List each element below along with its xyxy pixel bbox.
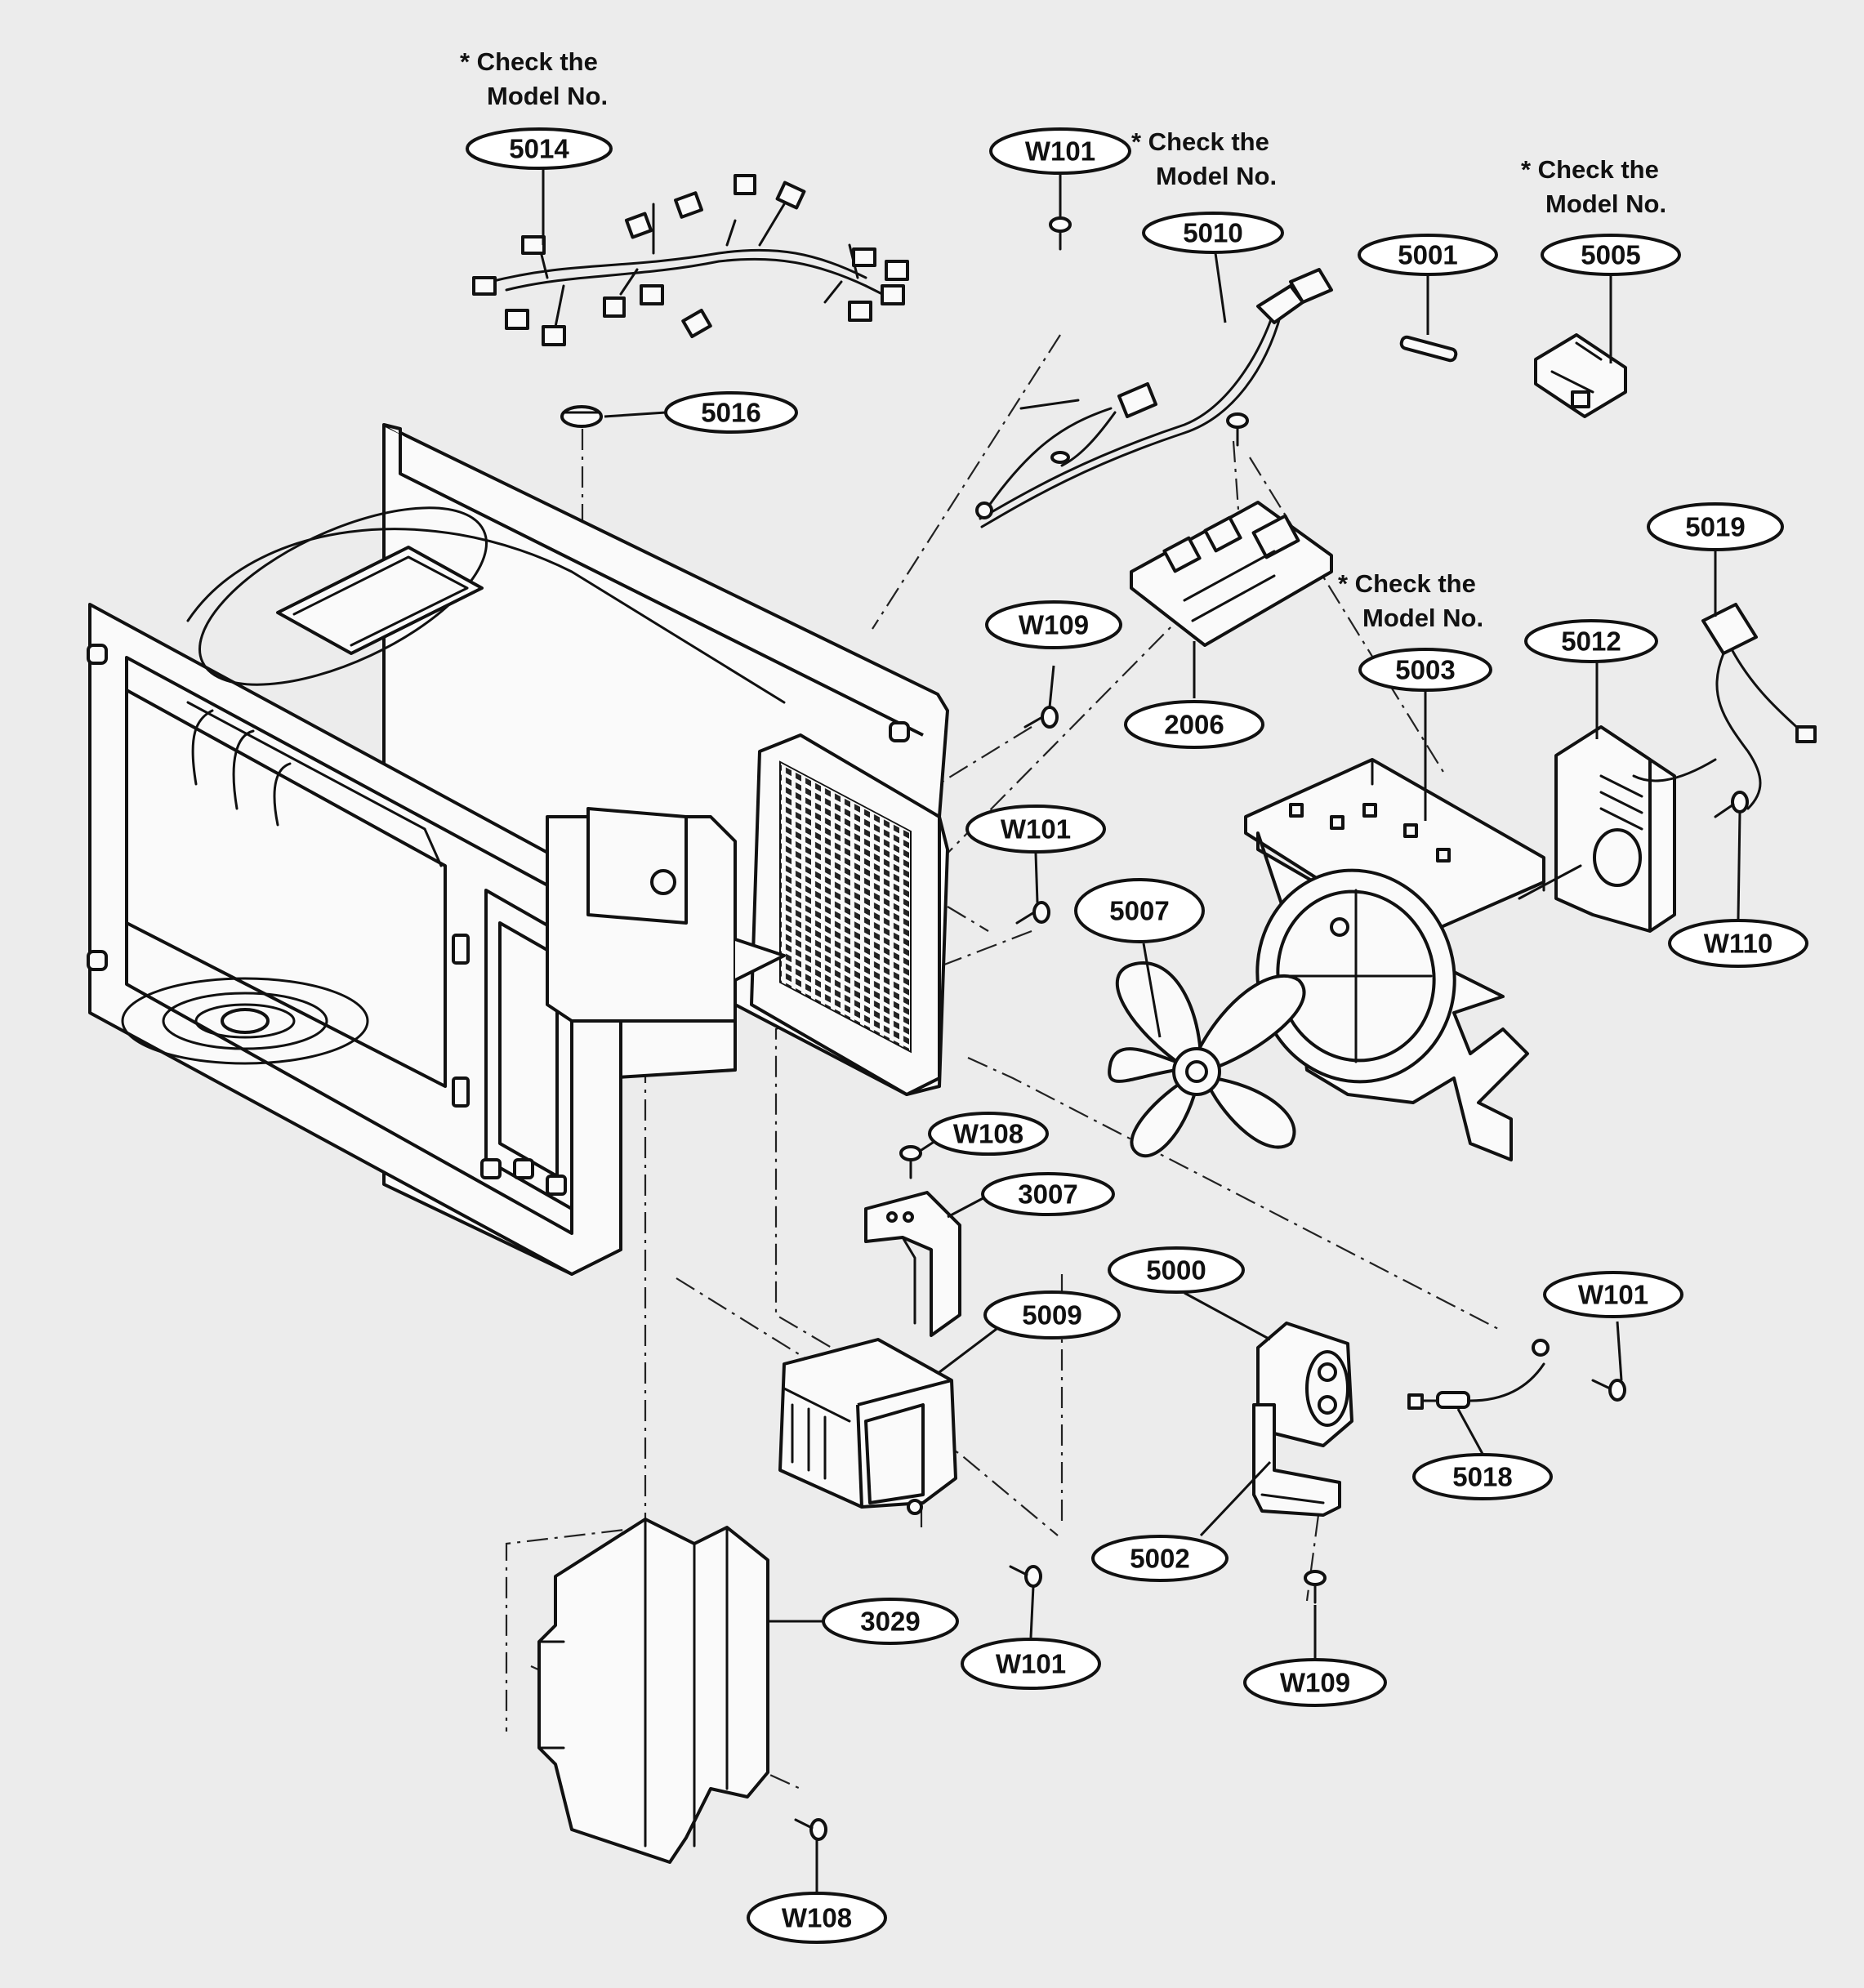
svg-text:5014: 5014 [509,134,569,164]
screw-W101-top [1049,216,1072,251]
svg-text:W110: W110 [1704,929,1773,959]
callout-5018: 5018 [1412,1453,1553,1500]
svg-text:W108: W108 [953,1119,1023,1149]
svg-text:5001: 5001 [1398,240,1457,270]
screws [794,216,1749,1841]
screw-W101-right [1591,1379,1626,1402]
svg-text:5007: 5007 [1109,896,1169,926]
svg-text:5019: 5019 [1685,512,1745,542]
callout-5014: 5014 [466,127,613,170]
callout-5012: 5012 [1524,619,1658,663]
callout-W101-top: W101 [989,127,1131,175]
svg-text:* Check the: * Check the [1338,569,1476,598]
note-5014: * Check the Model No. [460,47,608,110]
svg-text:5016: 5016 [701,398,760,428]
callout-5003: 5003 [1358,648,1492,692]
fan-motor-5012 [1518,725,1676,933]
svg-text:W108: W108 [782,1903,852,1933]
fuse-holder-5005 [1534,333,1627,418]
fuse-5001 [1399,335,1458,363]
callout-5019: 5019 [1647,502,1784,551]
pcb-2006 [1130,501,1333,647]
svg-text:W101: W101 [1025,136,1095,167]
svg-text:W101: W101 [1001,814,1071,845]
vent-grille [779,760,912,1054]
callout-W101-low: W101 [961,1638,1101,1690]
wire-harness-5014 [472,174,909,346]
svg-text:3007: 3007 [1018,1179,1077,1210]
svg-text:5010: 5010 [1183,218,1242,248]
callout-W101-mid: W101 [965,805,1106,854]
svg-text:5018: 5018 [1452,1462,1512,1492]
callout-W108-top: W108 [928,1112,1049,1156]
capacitor-bracket-5002 [1252,1403,1341,1517]
svg-text:3029: 3029 [860,1607,920,1637]
fan-blade-5007 [1108,961,1306,1158]
svg-text:W109: W109 [1019,610,1089,640]
callout-W101-right: W101 [1543,1271,1683,1318]
svg-text:5003: 5003 [1395,655,1455,685]
svg-text:* Check the: * Check the [1131,127,1269,156]
svg-text:Model No.: Model No. [1545,189,1666,218]
back-plate-3029 [537,1518,769,1864]
svg-text:Model No.: Model No. [487,82,608,110]
callout-W109-top: W109 [985,600,1122,649]
screw-W108-top [899,1145,922,1179]
screw-pcb [1226,412,1249,447]
callout-2006: 2006 [1124,700,1264,749]
magnetron-5009 [778,1338,957,1515]
callout-5016: 5016 [664,391,798,434]
svg-text:5009: 5009 [1022,1300,1081,1331]
callout-3007: 3007 [981,1172,1115,1216]
svg-text:W109: W109 [1280,1668,1350,1698]
callout-5000: 5000 [1108,1246,1245,1294]
svg-text:W101: W101 [996,1649,1066,1679]
svg-text:2006: 2006 [1164,710,1224,740]
svg-text:5000: 5000 [1146,1255,1206,1286]
svg-text:5005: 5005 [1581,240,1640,270]
hv-capacitor-5000 [1256,1322,1353,1447]
svg-text:Model No.: Model No. [1362,604,1483,632]
screw-W101-mid [1015,901,1050,925]
note-5010: * Check the Model No. [1131,127,1277,190]
fan-housing-bracket-5003 [1244,758,1545,1161]
screw-W109-top [1023,706,1059,729]
magnetron-bracket-3007 [864,1191,961,1337]
callout-5007: 5007 [1074,878,1205,943]
cavity-cabinet [87,423,949,1276]
thermostat-5016 [560,405,603,428]
svg-text:5002: 5002 [1130,1544,1189,1574]
callout-5002: 5002 [1091,1535,1229,1582]
hv-diode-5018 [1407,1339,1550,1410]
svg-text:Model No.: Model No. [1156,162,1277,190]
power-cord-5010 [975,268,1333,528]
callout-W109-low: W109 [1243,1658,1387,1707]
svg-text:W101: W101 [1578,1280,1648,1310]
callout-5001: 5001 [1358,234,1498,276]
callout-3029: 3029 [822,1598,959,1645]
callout-5005: 5005 [1541,234,1681,276]
callout-W108-low: W108 [747,1892,887,1944]
screw-W110 [1714,791,1749,818]
callout-5009: 5009 [983,1290,1121,1339]
screw-W109-low [1304,1570,1327,1604]
svg-text:5012: 5012 [1561,626,1621,657]
svg-text:* Check the: * Check the [1521,155,1659,184]
svg-text:* Check the: * Check the [460,47,598,76]
note-5005: * Check the Model No. [1521,155,1666,218]
screw-W101-low [1009,1565,1042,1588]
note-5003: * Check the Model No. [1338,569,1483,632]
callout-W110: W110 [1668,919,1808,968]
screw-W108-low [794,1818,827,1841]
callout-5010: 5010 [1142,212,1284,254]
